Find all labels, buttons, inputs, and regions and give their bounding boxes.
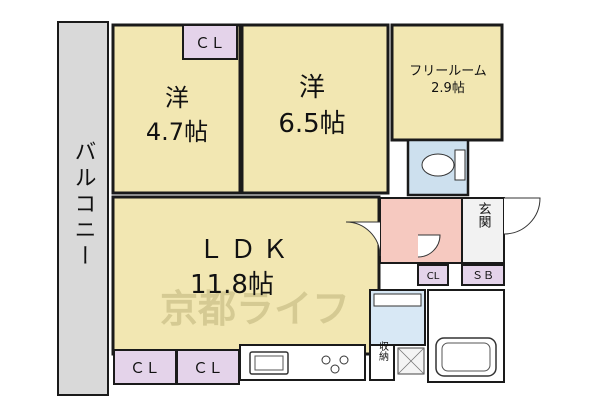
- washbasin-icon: [373, 293, 422, 307]
- closet-top-label: ＣＬ: [195, 34, 225, 52]
- hall-door-swing: [417, 234, 441, 258]
- ldk-size: 11.8帖: [190, 270, 274, 300]
- western-room-a-name: 洋: [165, 84, 189, 112]
- closet-bottom-2-label: ＣＬ: [193, 359, 223, 377]
- western-room-b: [240, 23, 390, 195]
- storage-box: [369, 344, 395, 381]
- storage-label: 収納: [377, 341, 389, 362]
- closet-bottom-1-label: ＣＬ: [130, 359, 160, 377]
- stove-icon: [321, 355, 349, 374]
- washing-machine-icon: [397, 347, 425, 375]
- balcony-label: バルコニー: [71, 140, 96, 270]
- balcony-area: [57, 21, 109, 396]
- entrance-label: 玄関: [476, 202, 492, 229]
- entrance-floor: [461, 197, 505, 264]
- closet-top: [182, 24, 238, 60]
- bathtub-icon: [435, 337, 497, 377]
- closet-bottom-2: [176, 349, 240, 385]
- ldk-door-swing: [345, 221, 381, 257]
- closet-mid: [417, 264, 449, 286]
- shoe-box: [461, 264, 505, 286]
- closet-mid-label: CL: [427, 271, 440, 282]
- free-room-size: 2.9帖: [431, 81, 465, 96]
- western-room-b-size: 6.5帖: [278, 109, 345, 139]
- western-room-a-size: 4.7帖: [146, 118, 208, 146]
- toilet-icon: [421, 149, 466, 181]
- watermark: 京都ライフ: [160, 287, 350, 331]
- free-room-name: フリールーム: [409, 64, 487, 79]
- western-room-b-name: 洋: [299, 73, 325, 103]
- ldk-name: ＬＤＫ: [198, 235, 294, 265]
- shoe-box-label: ＳＢ: [472, 269, 494, 282]
- entry-door-swing: [503, 197, 541, 235]
- sink-icon: [249, 351, 289, 375]
- closet-bottom-1: [113, 349, 177, 385]
- free-room: [390, 23, 504, 142]
